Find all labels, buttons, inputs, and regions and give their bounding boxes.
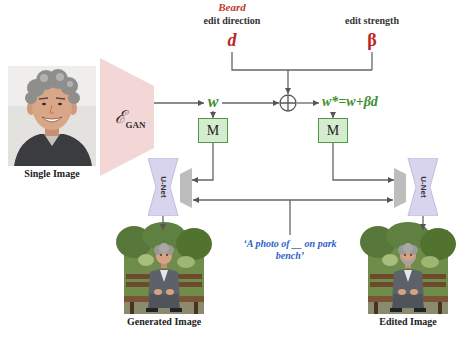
image-caption: Edited Image [379,316,437,328]
strength-symbol: β [367,30,376,51]
gan-encoder: ℰGAN [100,58,154,176]
signal-lines [232,52,372,70]
edited-photo-illustration [360,222,456,314]
signal-lines [222,102,279,103]
portrait-photo [25,92,37,104]
edited-photo-illustration [360,222,456,314]
mapper-label: M [327,123,339,139]
unet-shape [394,158,438,216]
connector-arrow [192,143,213,180]
portrait-photo [67,81,73,87]
portrait-photo [58,103,62,106]
encoder-shape [100,58,154,176]
portrait-photo [40,74,48,82]
portrait-photo [14,134,92,166]
portrait-photo [42,117,62,122]
image-caption: Single Image [24,168,79,180]
unet-shape [148,158,178,216]
portrait-photo [68,92,80,104]
sum-operator [280,95,296,111]
signal-lines [371,52,372,70]
encoder-symbol: ℰ [115,107,126,127]
unet-label: U-Net [159,176,167,197]
portrait-photo [8,66,96,166]
portrait-photo [42,103,46,106]
mapper-label: M [207,123,219,139]
signal-lines [297,102,319,103]
signal-lines [289,200,290,235]
direction-symbol: d [228,30,237,51]
text-prompt: ‘A photo of __ on park bench’ [242,238,338,261]
generated-photo: Generated Image [124,230,204,328]
encoder-subscript: GAN [126,120,146,130]
generated-photo-illustration [116,222,212,314]
unet-shape [408,158,438,216]
mapper-box: M [318,118,348,143]
unet-block: U-Net [148,158,192,216]
portrait-photo [50,105,54,113]
encoder-shape [100,58,154,176]
signal-lines [290,199,393,200]
signal-lines [154,52,393,235]
signal-lines [212,111,213,118]
signal-lines [193,199,290,200]
portrait-photo [39,98,48,99]
connector-arrow [162,216,163,230]
adapter-shape [180,168,192,208]
signal-lines [287,70,288,94]
portrait-photo [56,73,64,81]
portrait-photo [8,66,96,166]
sum-operator [280,95,296,111]
unet-block: U-Net [394,158,438,216]
connector-arrow [333,143,394,180]
axis-caption: edit strength [345,15,399,27]
portrait-photo [56,98,65,99]
signal-lines [154,102,204,103]
input-photo: Single Image [8,66,96,180]
encoder-label: ℰGAN [115,104,146,129]
connector-arrow [422,216,423,230]
unet-shape [148,158,192,216]
mapper-box: M [198,118,228,143]
edited-latent-formula: w*=w+βd [322,94,378,110]
image-caption: Generated Image [127,316,201,328]
edited-photo: Edited Image [368,230,448,328]
axis-caption: edit direction [204,15,261,27]
generated-photo-illustration [116,222,212,314]
unet-label: U-Net [419,176,427,197]
edited-photo-illustration [401,255,415,266]
sum-operator [280,95,296,111]
latent-symbol: w [208,93,219,111]
adapter-shape [394,168,406,208]
edit-attribute: Beard [218,1,246,14]
